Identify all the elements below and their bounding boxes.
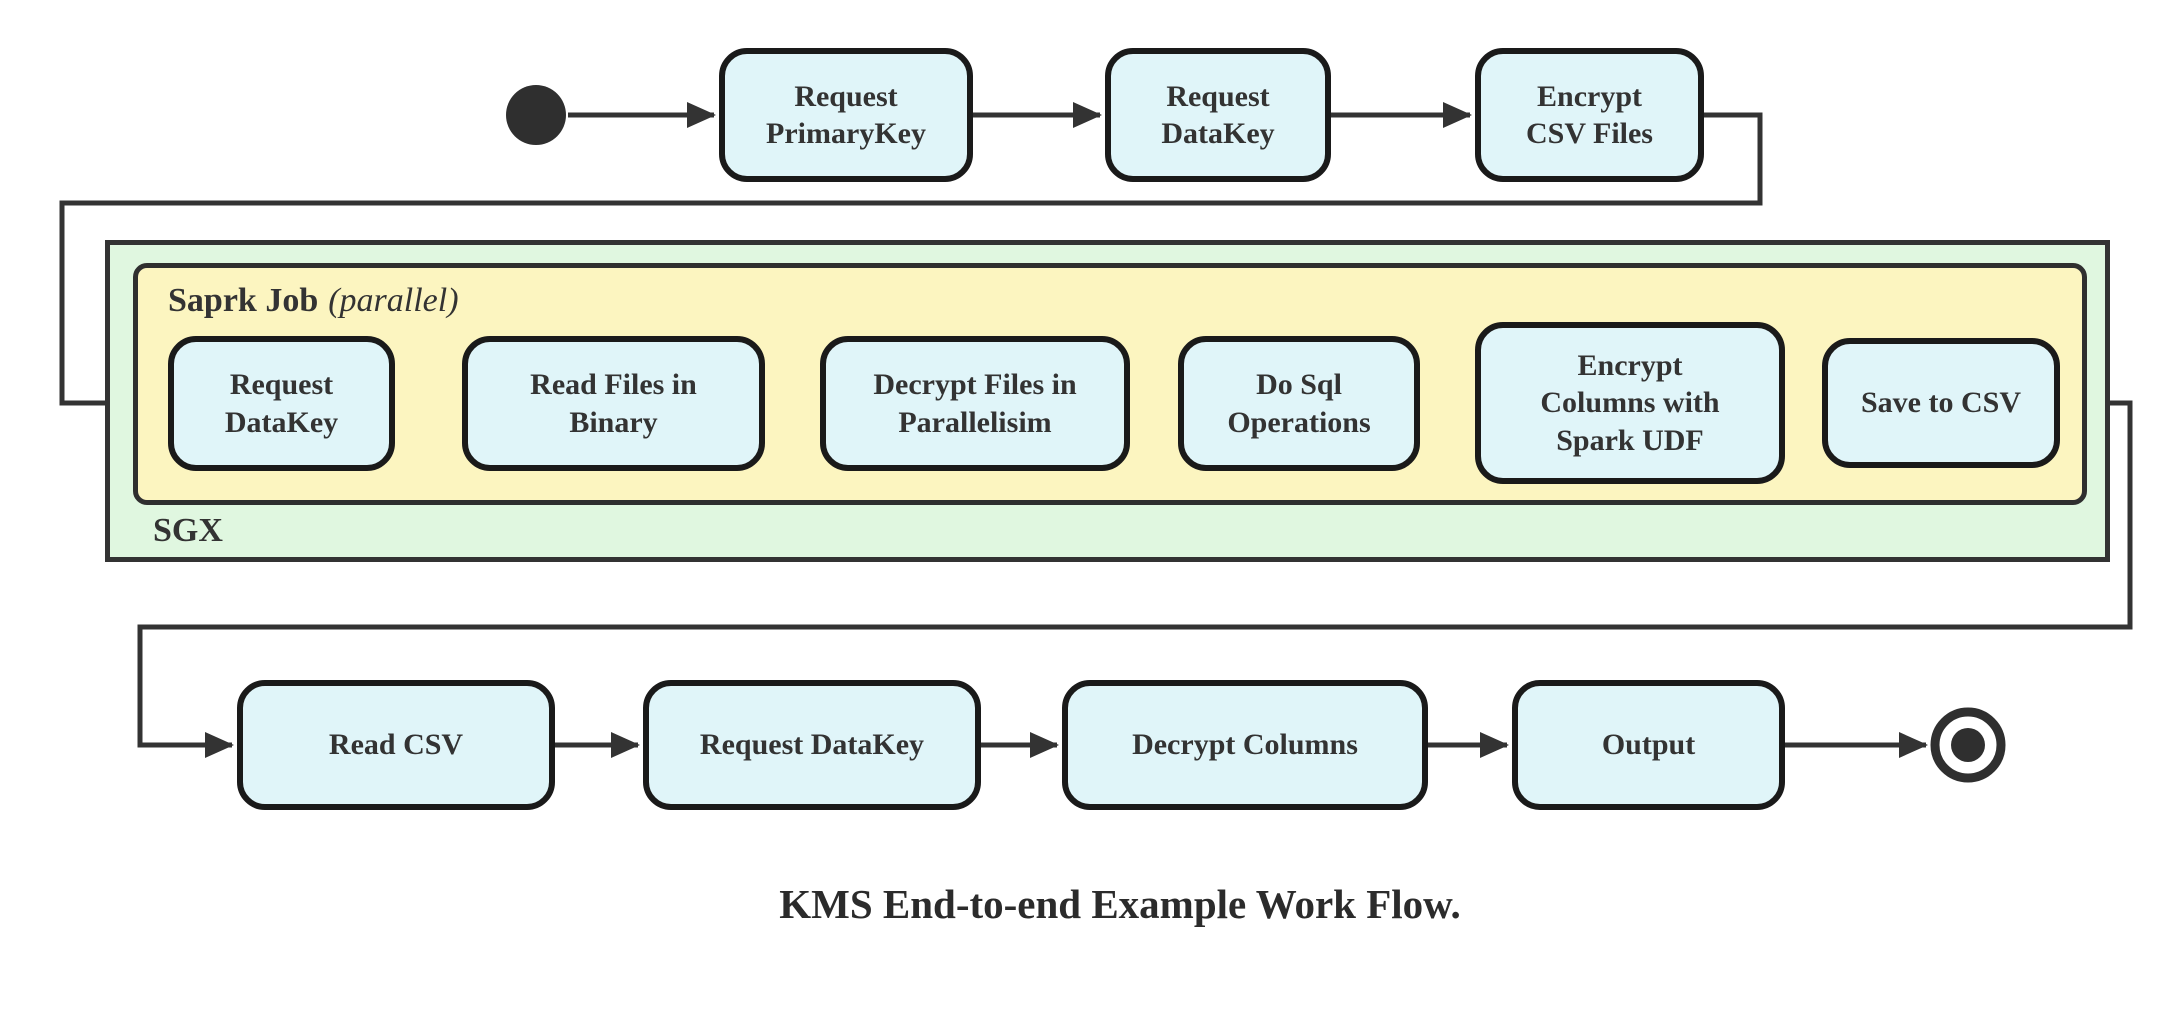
end-node-dot bbox=[1951, 728, 1985, 762]
node-decrypt-files-in-parallelisim: Decrypt Files in Parallelisim bbox=[820, 336, 1130, 471]
node-encrypt-csv-files: Encrypt CSV Files bbox=[1475, 48, 1704, 182]
node-read-files-in-binary-label: Read Files in Binary bbox=[530, 368, 697, 439]
node-save-to-csv-label: Save to CSV bbox=[1860, 386, 2021, 420]
node-request-datakey-bottom: Request DataKey bbox=[643, 680, 981, 810]
node-request-datakey-sgx-label: Request DataKey bbox=[224, 368, 339, 439]
node-read-files-in-binary: Read Files in Binary bbox=[462, 336, 765, 471]
spark-job-label: Saprk Job(parallel) bbox=[168, 282, 459, 320]
node-request-datakey-top-label: Request DataKey bbox=[1161, 79, 1275, 151]
node-do-sql-operations-label: Do Sql Operations bbox=[1227, 368, 1371, 439]
node-decrypt-columns: Decrypt Columns bbox=[1062, 680, 1428, 810]
node-save-to-csv: Save to CSV bbox=[1822, 338, 2060, 468]
sgx-label: SGX bbox=[153, 512, 223, 550]
node-do-sql-operations: Do Sql Operations bbox=[1178, 336, 1420, 471]
spark-job-parallel-label: (parallel) bbox=[328, 282, 459, 319]
node-output-label: Output bbox=[1601, 728, 1696, 762]
node-request-primarykey-label: Request PrimaryKey bbox=[766, 79, 926, 151]
sgx-label-text: SGX bbox=[153, 512, 223, 549]
node-request-datakey-bottom-label: Request DataKey bbox=[699, 728, 925, 762]
end-node-ring bbox=[1930, 707, 2006, 783]
node-decrypt-columns-label: Decrypt Columns bbox=[1132, 728, 1358, 762]
node-request-datakey-sgx: Request DataKey bbox=[168, 336, 395, 471]
diagram-title: KMS End-to-end Example Work Flow. bbox=[779, 881, 1461, 927]
node-encrypt-columns-with-spark-udf: Encrypt Columns with Spark UDF bbox=[1475, 322, 1785, 484]
node-decrypt-files-in-parallelisim-label: Decrypt Files in Parallelisim bbox=[873, 368, 1077, 439]
start-node bbox=[506, 85, 566, 145]
node-encrypt-csv-files-label: Encrypt CSV Files bbox=[1526, 79, 1653, 151]
node-request-primarykey: Request PrimaryKey bbox=[719, 48, 973, 182]
node-read-csv: Read CSV bbox=[237, 680, 555, 810]
spark-job-label-text: Saprk Job bbox=[168, 282, 319, 319]
node-encrypt-columns-with-spark-udf-label: Encrypt Columns with Spark UDF bbox=[1540, 348, 1720, 457]
node-output: Output bbox=[1512, 680, 1785, 810]
node-read-csv-label: Read CSV bbox=[328, 728, 464, 762]
node-request-datakey-top: Request DataKey bbox=[1105, 48, 1331, 182]
